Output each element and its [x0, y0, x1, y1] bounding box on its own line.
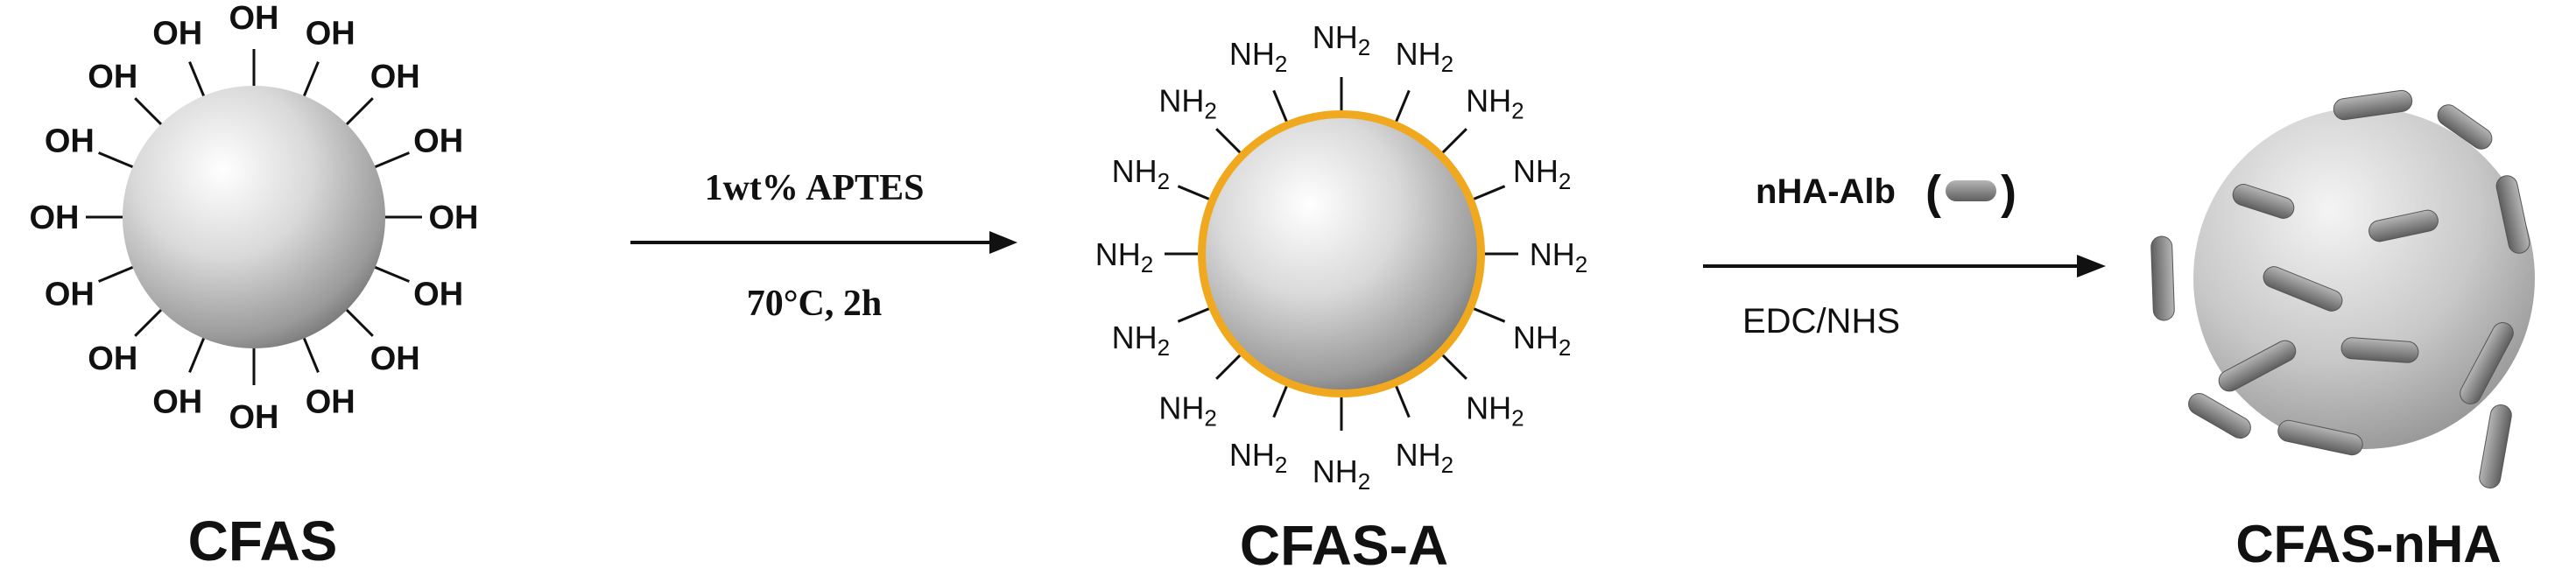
oh-group-label: OH	[429, 200, 479, 236]
oh-group-label: OH	[45, 123, 95, 160]
reaction-2-reagent: nHA-Alb	[1756, 172, 1896, 211]
nha-rod	[2340, 337, 2419, 363]
nh2-bond	[1440, 128, 1467, 155]
oh-group-label: OH	[30, 200, 80, 236]
oh-bond	[373, 151, 410, 169]
nha-rod	[2437, 104, 2493, 150]
oh-group-label: OH	[306, 15, 355, 52]
nh2-bond	[1440, 353, 1467, 380]
cfas-label: CFAS	[188, 509, 338, 572]
nh2-group-label: NH2	[1513, 320, 1571, 361]
nh2-group-label: NH2	[1466, 390, 1524, 431]
oh-group-label: OH	[370, 59, 420, 95]
reaction-arrow-2-head	[2077, 255, 2106, 277]
particle-cfas-nha: CFAS-nHA	[2150, 89, 2535, 573]
nh2-group-label: NH2	[1313, 453, 1370, 495]
oh-bond	[134, 97, 164, 127]
oh-group-label: OH	[45, 276, 95, 313]
nh2-bond	[1472, 185, 1506, 201]
nh2-bond	[1472, 306, 1506, 323]
nh2-group-label: NH2	[1158, 390, 1216, 431]
reaction-1-reagent: 1wt% APTES	[705, 168, 925, 208]
reaction-2-conditions: EDC/NHS	[1742, 302, 1900, 341]
nh2-bond	[1215, 128, 1242, 155]
nh2-group-label: NH2	[1095, 236, 1153, 277]
reaction-step-1: 1wt% APTES 70°C, 2h	[630, 168, 1017, 324]
nh2-group-label: NH2	[1313, 19, 1370, 60]
cfas-sphere	[123, 86, 385, 348]
oh-bond	[98, 265, 135, 283]
oh-bond	[134, 307, 164, 337]
oh-group-label: OH	[88, 59, 137, 95]
oh-bond	[98, 151, 135, 169]
oh-group-label: OH	[370, 341, 420, 377]
nh2-group-label: NH2	[1530, 236, 1587, 277]
reaction-2-paren-open: (	[1925, 166, 1941, 219]
nh2-bond	[1177, 185, 1211, 201]
nh2-bond	[1215, 353, 1242, 380]
oh-bond	[188, 336, 206, 373]
reaction-1-conditions: 70°C, 2h	[747, 284, 883, 324]
oh-bond	[302, 61, 320, 98]
nha-rod-legend-icon	[1946, 180, 1996, 201]
nha-rod	[2277, 419, 2363, 456]
oh-group-label: OH	[413, 276, 463, 313]
oh-group-labels: OH OH OH OH OH OH OH OH OH OH OH OH OH OH OH OH	[30, 0, 479, 436]
nh2-group-label: NH2	[1112, 320, 1170, 361]
nh2-group-label: NH2	[1396, 437, 1453, 478]
nha-rod	[2333, 89, 2413, 121]
nh2-group-label: NH2	[1112, 153, 1170, 194]
nha-rod	[2232, 184, 2295, 219]
oh-bond	[344, 97, 374, 127]
nha-rod	[2479, 404, 2512, 488]
nha-rod	[2263, 266, 2343, 312]
nh2-group-bonds	[1165, 77, 1518, 431]
nh2-bond	[1272, 384, 1289, 418]
reaction-2-paren-close: )	[2001, 166, 2016, 219]
oh-bond	[188, 61, 206, 98]
nh2-group-label: NH2	[1158, 83, 1216, 124]
cfas-a-sphere	[1206, 118, 1477, 390]
nh2-bond	[1394, 89, 1411, 123]
oh-bond	[302, 336, 320, 373]
nh2-group-label: NH2	[1229, 36, 1287, 77]
nh2-group-label: NH2	[1396, 36, 1453, 77]
cfas-nha-label: CFAS-nHA	[2235, 515, 2501, 573]
nha-rod	[2460, 322, 2514, 404]
nha-rod	[2150, 235, 2175, 321]
oh-bond	[344, 307, 374, 337]
oh-group-label: OH	[152, 15, 202, 52]
oh-group-label: OH	[229, 399, 279, 436]
nh2-bond	[1394, 384, 1411, 418]
nh2-group-label: NH2	[1513, 153, 1571, 194]
reaction-step-2: nHA-Alb ( ) EDC/NHS	[1703, 166, 2106, 341]
oh-group-label: OH	[88, 341, 137, 377]
nh2-bond	[1177, 306, 1211, 323]
reaction-arrow-1-head	[989, 231, 1017, 254]
nh2-group-label: NH2	[1466, 83, 1524, 124]
cfas-a-label: CFAS-A	[1240, 514, 1448, 577]
cfas-nha-sphere	[2193, 108, 2535, 449]
nh2-group-label: NH2	[1229, 437, 1287, 478]
nha-rod	[2188, 393, 2251, 439]
nha-rod	[2218, 340, 2297, 392]
nha-rod	[2368, 209, 2439, 242]
oh-group-label: OH	[229, 0, 279, 37]
oh-group-label: OH	[306, 384, 355, 421]
nh2-bond	[1272, 89, 1289, 123]
particle-cfas: OH OH OH OH OH OH OH OH OH OH OH OH OH OH OH OH CFAS	[30, 0, 479, 572]
nha-rods	[2150, 89, 2530, 488]
nha-rod	[2495, 175, 2530, 254]
oh-group-bonds	[86, 49, 422, 385]
oh-bond	[373, 265, 410, 283]
oh-group-label: OH	[152, 384, 202, 421]
oh-group-label: OH	[413, 123, 463, 160]
